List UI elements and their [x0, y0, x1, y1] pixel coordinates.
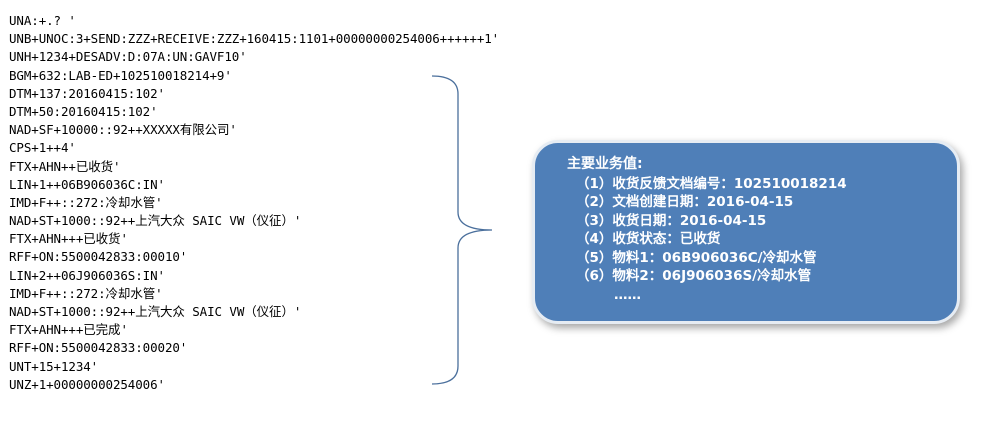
edi-line-imd-1: IMD+F++::272:冷却水管': [9, 194, 163, 210]
summary-item-receive-date: （3）收货日期：2016-04-15: [576, 212, 767, 229]
edi-line-nad-sf: NAD+SF+10000::92++XXXXX有限公司': [9, 122, 237, 138]
summary-title: 主要业务值:: [567, 156, 643, 172]
edi-line-una: UNA:+.? ': [9, 13, 76, 28]
summary-item-create-date: （2）文档创建日期：2016-04-15: [576, 194, 794, 211]
edi-line-imd-2: IMD+F++::272:冷却水管': [9, 285, 163, 301]
edi-message-lines: UNA:+.? ' UNB+UNOC:3+SEND:ZZZ+RECEIVE:ZZ…: [9, 12, 499, 394]
summary-item-material-2: （6）物料2：06J906036S/冷却水管: [576, 268, 812, 285]
edi-line-lin-2: LIN+2++06J906036S:IN': [9, 267, 165, 283]
edi-line-cps: CPS+1++4': [9, 140, 76, 156]
edi-line-lin-1: LIN+1++06B906036C:IN': [9, 176, 165, 192]
brace-path: [431, 75, 493, 385]
right-curly-brace: [431, 75, 493, 385]
edi-line-unt: UNT+15+1234': [9, 358, 99, 374]
edi-line-rff-1: RFF+ON:5500042833:00010': [9, 249, 188, 265]
edi-line-rff-2: RFF+ON:5500042833:00020': [9, 340, 188, 356]
edi-line-unz: UNZ+1+00000000254006': [9, 376, 165, 392]
summary-callout-box: [532, 140, 960, 324]
edi-line-ftx-1: FTX+AHN++已收货': [9, 158, 121, 174]
edi-line-bgm: BGM+632:LAB-ED+102510018214+9': [9, 67, 232, 83]
edi-line-unh: UNH+1234+DESADV:D:07A:UN:GAVF10': [9, 49, 247, 65]
edi-line-dtm-137: DTM+137:20160415:102': [9, 85, 165, 101]
summary-item-receive-status: （4）收货状态：已收货: [576, 231, 721, 248]
edi-line-nad-st-2: NAD+ST+1000::92++上汽大众 SAIC VW（仪征）': [9, 304, 302, 319]
summary-item-doc-number: （1）收货反馈文档编号：102510018214: [576, 176, 847, 192]
summary-item-list: （1）收货反馈文档编号：102510018214 （2）文档创建日期：2016-…: [576, 175, 847, 285]
edi-line-ftx-2: FTX+AHN+++已收货': [9, 231, 128, 247]
summary-item-material-1: （5）物料1：06B906036C/冷却水管: [576, 249, 817, 266]
summary-ellipsis: ……: [614, 287, 641, 303]
edi-line-ftx-3: FTX+AHN+++已完成': [9, 322, 128, 338]
edi-line-unb: UNB+UNOC:3+SEND:ZZZ+RECEIVE:ZZZ+160415:1…: [9, 31, 500, 47]
edi-line-nad-st-1: NAD+ST+1000::92++上汽大众 SAIC VW（仪征）': [9, 213, 302, 229]
edi-line-dtm-50: DTM+50:20160415:102': [9, 103, 158, 119]
